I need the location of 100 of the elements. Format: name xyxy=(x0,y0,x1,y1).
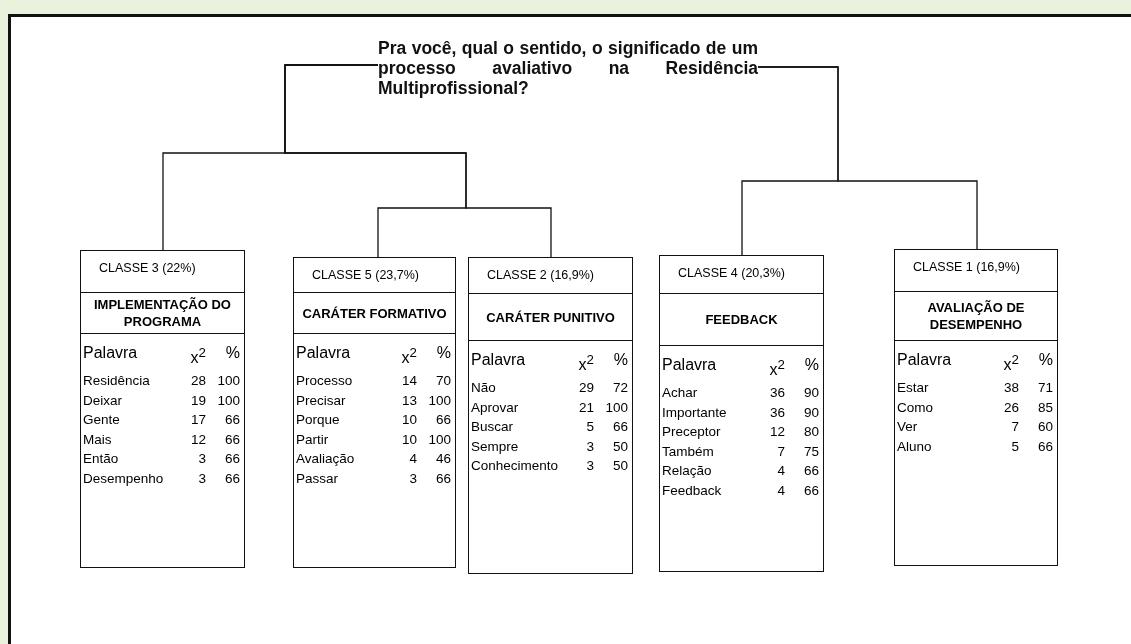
class-header: CLASSE 3 (22%) xyxy=(81,251,244,293)
class-title: IMPLEMENTAÇÃO DO PROGRAMA xyxy=(81,293,244,334)
table-number: 19 xyxy=(189,391,206,410)
class-box xyxy=(80,250,245,568)
table-number: 66 xyxy=(223,411,240,430)
table-word: Sempre xyxy=(471,437,520,456)
table-number: 66 xyxy=(1036,437,1053,456)
table-word: Gente xyxy=(83,411,121,430)
table-word: Processo xyxy=(296,372,354,391)
column-header: Palavra xyxy=(662,355,718,375)
table-number: 66 xyxy=(802,481,819,500)
table-number: 21 xyxy=(577,398,594,417)
table-word: Feedback xyxy=(662,481,723,500)
table-number: 13 xyxy=(400,391,417,410)
table-number: 70 xyxy=(434,372,451,391)
table-number: 100 xyxy=(427,391,451,410)
table-number: 36 xyxy=(768,384,785,403)
class-header: CLASSE 4 (20,3%) xyxy=(660,256,823,294)
column-header: x$^{2}$ xyxy=(400,344,417,369)
table-word: Não xyxy=(471,379,497,398)
column-header: Palavra xyxy=(471,350,527,370)
table-number: 60 xyxy=(1036,418,1053,437)
table-number: 90 xyxy=(802,384,819,403)
table-word: Buscar xyxy=(471,418,515,437)
table-number: 3 xyxy=(197,450,206,469)
table-number: 75 xyxy=(802,442,819,461)
class-title: AVALIAÇÃO DE DESEMPENHO xyxy=(895,292,1057,341)
table-number: 66 xyxy=(223,469,240,488)
table-number: 3 xyxy=(585,457,594,476)
table-number: 12 xyxy=(768,423,785,442)
column-header: % xyxy=(224,343,240,363)
table-number: 4 xyxy=(776,481,785,500)
table-word: Preceptor xyxy=(662,423,722,442)
table-word: Partir xyxy=(296,430,330,449)
table-number: 28 xyxy=(189,372,206,391)
table-number: 14 xyxy=(400,372,417,391)
table-number: 3 xyxy=(197,469,206,488)
class-header: CLASSE 1 (16,9%) xyxy=(895,250,1057,292)
table-number: 3 xyxy=(408,469,417,488)
table-number: 66 xyxy=(223,450,240,469)
table-number: 5 xyxy=(1010,437,1019,456)
table-number: 5 xyxy=(585,418,594,437)
table-number: 80 xyxy=(802,423,819,442)
table-number: 66 xyxy=(434,469,451,488)
table-word: Então xyxy=(83,450,120,469)
table-number: 66 xyxy=(611,418,628,437)
table-word: Aprovar xyxy=(471,398,520,417)
class-header: CLASSE 2 (16,9%) xyxy=(469,258,632,294)
class-header: CLASSE 5 (23,7%) xyxy=(294,258,455,293)
class-box xyxy=(894,249,1058,566)
column-header: Palavra xyxy=(83,343,139,363)
column-header: x$^{2}$ xyxy=(577,351,594,376)
table-word: Aluno xyxy=(897,437,933,456)
table-number: 50 xyxy=(611,457,628,476)
table-number: 100 xyxy=(216,372,240,391)
table-word: Importante xyxy=(662,403,728,422)
table-number: 36 xyxy=(768,403,785,422)
column-header: x$^{2}$ xyxy=(189,344,206,369)
table-word: Como xyxy=(897,398,934,417)
connector-line xyxy=(757,66,978,250)
table-word: Desempenho xyxy=(83,469,165,488)
class-title: CARÁTER PUNITIVO xyxy=(469,294,632,341)
table-word: Ver xyxy=(897,418,919,437)
table-number: 3 xyxy=(585,437,594,456)
column-header: % xyxy=(612,350,628,370)
connector-line xyxy=(284,64,552,258)
table-number: 66 xyxy=(434,411,451,430)
table-number: 12 xyxy=(189,430,206,449)
table-word: Também xyxy=(662,442,715,461)
table-number: 29 xyxy=(577,379,594,398)
table-number: 17 xyxy=(189,411,206,430)
table-number: 38 xyxy=(1002,379,1019,398)
table-number: 10 xyxy=(400,411,417,430)
table-word: Porque xyxy=(296,411,341,430)
table-number: 50 xyxy=(611,437,628,456)
class-box xyxy=(468,257,633,574)
table-word: Conhecimento xyxy=(471,457,560,476)
table-number: 72 xyxy=(611,379,628,398)
table-number: 90 xyxy=(802,403,819,422)
table-number: 46 xyxy=(434,450,451,469)
table-number: 7 xyxy=(1010,418,1019,437)
table-number: 71 xyxy=(1036,379,1053,398)
table-number: 100 xyxy=(216,391,240,410)
table-number: 7 xyxy=(776,442,785,461)
question-text: Pra você, qual o sentido, o significado de um processo avaliativo na Residência Multiprofissional? xyxy=(378,38,758,98)
table-word: Residência xyxy=(83,372,151,391)
table-word: Mais xyxy=(83,430,113,449)
table-word: Passar xyxy=(296,469,340,488)
class-title: FEEDBACK xyxy=(660,294,823,346)
class-title: CARÁTER FORMATIVO xyxy=(294,293,455,334)
class-box xyxy=(659,255,824,572)
table-number: 66 xyxy=(223,430,240,449)
table-number: 4 xyxy=(408,450,417,469)
column-header: % xyxy=(1037,350,1053,370)
column-header: Palavra xyxy=(897,350,953,370)
table-number: 10 xyxy=(400,430,417,449)
column-header: % xyxy=(803,355,819,375)
column-header: x$^{2}$ xyxy=(768,356,785,381)
table-number: 4 xyxy=(776,462,785,481)
table-word: Relação xyxy=(662,462,713,481)
